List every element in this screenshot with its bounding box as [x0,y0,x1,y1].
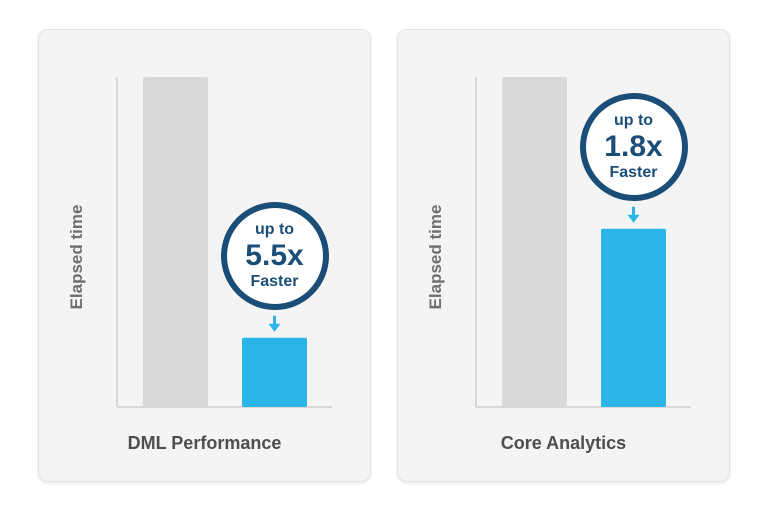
bar-baseline [502,77,567,407]
bar-improved [601,228,666,407]
badge-speedup-value: 1.8x [604,129,663,163]
badge-top-text: up to [254,220,295,238]
badge-speedup-value: 5.5x [245,238,304,272]
chart-card-dml: Elapsed time up to 5.5x Faster DML Perfo… [38,29,371,482]
badge-bottom-text: Faster [609,163,658,181]
down-arrow-icon [627,206,640,223]
chart-dml [116,77,332,408]
speedup-badge: up to 1.8x Faster [579,92,688,201]
bar-baseline [143,77,208,407]
x-axis-label: Core Analytics [500,433,627,453]
bar-improved [242,337,307,407]
x-axis-label: DML Performance [127,433,282,453]
speedup-badge: up to 5.5x Faster [220,201,329,310]
badge-bottom-text: Faster [250,272,299,290]
chart-card-core-analytics: Elapsed time up to 1.8x Faster Core Anal… [397,29,730,482]
chart-core-analytics [475,77,691,408]
down-arrow-icon [268,315,281,332]
badge-top-text: up to [613,111,654,129]
